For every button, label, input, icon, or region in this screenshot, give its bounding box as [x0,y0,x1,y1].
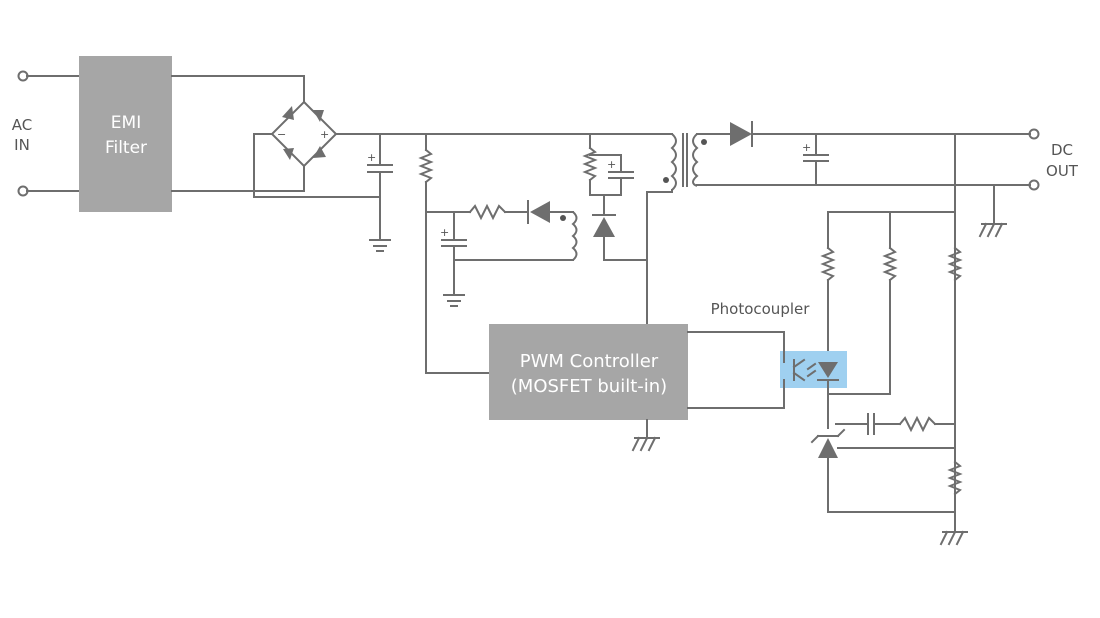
pwm-controller-label-2: (MOSFET built-in) [511,376,667,397]
emi-filter-block: EMI Filter [79,56,172,212]
ground-icon [443,294,465,307]
svg-text:−: − [277,128,286,141]
aux-capacitor: + [440,211,467,296]
photocoupler-label: Photocoupler [711,300,811,318]
svg-text:+: + [320,128,329,141]
aux-winding [560,211,578,261]
chassis-ground-icon [939,511,968,546]
ac-input: AC IN [12,70,81,197]
photocoupler [780,351,847,388]
feedback-resistor-4 [947,460,963,496]
svg-text:+: + [802,141,811,154]
ac-in-label-2: IN [14,136,30,154]
feedback-resistor-2 [827,211,898,395]
snubber: + [582,133,648,261]
emi-filter-label-1: EMI [111,113,141,133]
output-diode [730,121,753,147]
pwm-controller-label-1: PWM Controller [520,351,659,372]
svg-text:+: + [440,226,449,239]
bulk-capacitor: + [367,133,393,241]
chassis-ground-icon [978,184,1007,238]
dc-terminal-bottom [1028,179,1040,191]
output-capacitor: + [802,133,829,186]
ground-icon [369,239,391,252]
shunt-regulator [810,428,846,513]
dc-out-label-1: DC [1051,141,1073,159]
startup-resistor [418,133,491,374]
emi-filter-label-2: Filter [105,138,147,158]
svg-text:+: + [367,151,376,164]
svg-text:+: + [607,158,616,171]
chassis-ground-icon [631,419,660,452]
transformer [663,133,707,191]
pwm-controller-block: PWM Controller (MOSFET built-in) [489,324,688,420]
feedback-resistor-1 [820,211,836,363]
aux-diode [527,200,574,224]
bridge-rectifier: − + [270,100,338,168]
feedback-resistor-3 [947,246,963,282]
dc-terminal-top [1028,128,1040,140]
ac-in-label-1: AC [12,116,32,134]
dc-out-label-2: OUT [1046,162,1079,180]
